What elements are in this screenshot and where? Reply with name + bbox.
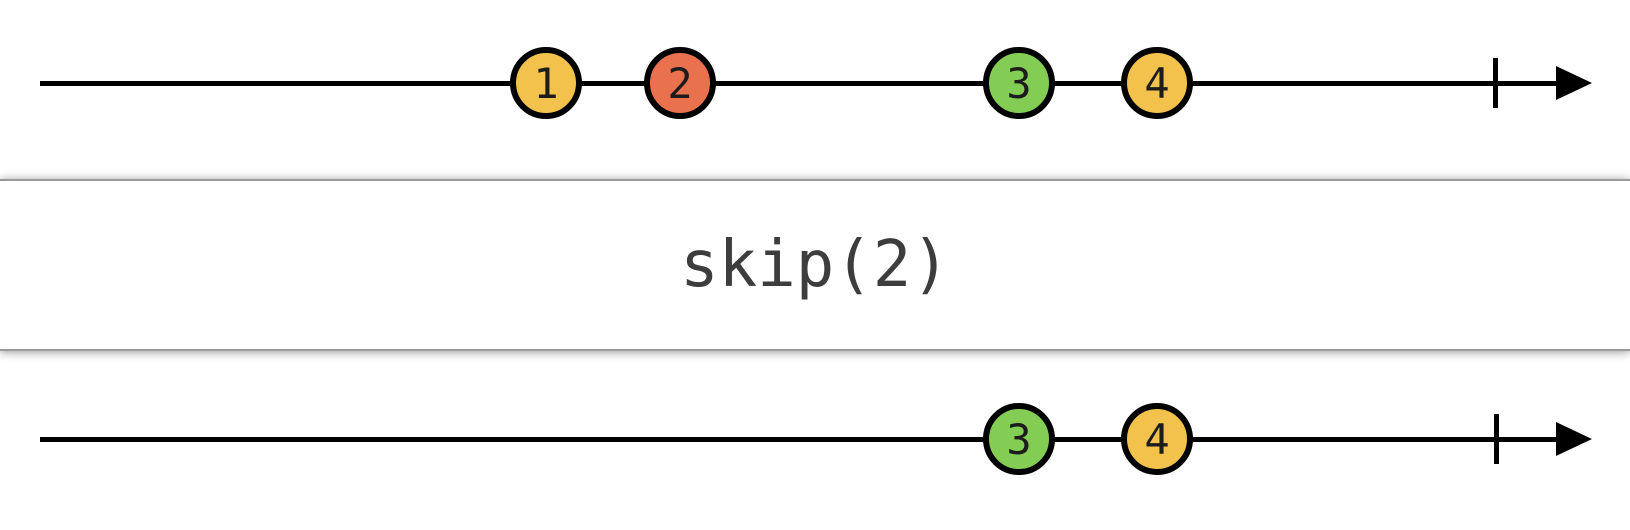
complete-tick[interactable] [1493,58,1498,108]
marble-4: 4 [1121,403,1193,475]
operator-label: skip(2) [680,228,950,302]
arrowhead-icon [1556,422,1592,456]
operator-box: skip(2) [0,179,1630,351]
arrowhead-icon [1556,66,1592,100]
complete-tick [1494,414,1499,464]
marble-3: 3 [983,403,1055,475]
timeline-line [40,81,1562,86]
marble-4[interactable]: 4 [1121,47,1193,119]
timeline-line [40,437,1562,442]
marble-3[interactable]: 3 [983,47,1055,119]
marble-1[interactable]: 1 [510,47,582,119]
marble-2[interactable]: 2 [644,47,716,119]
